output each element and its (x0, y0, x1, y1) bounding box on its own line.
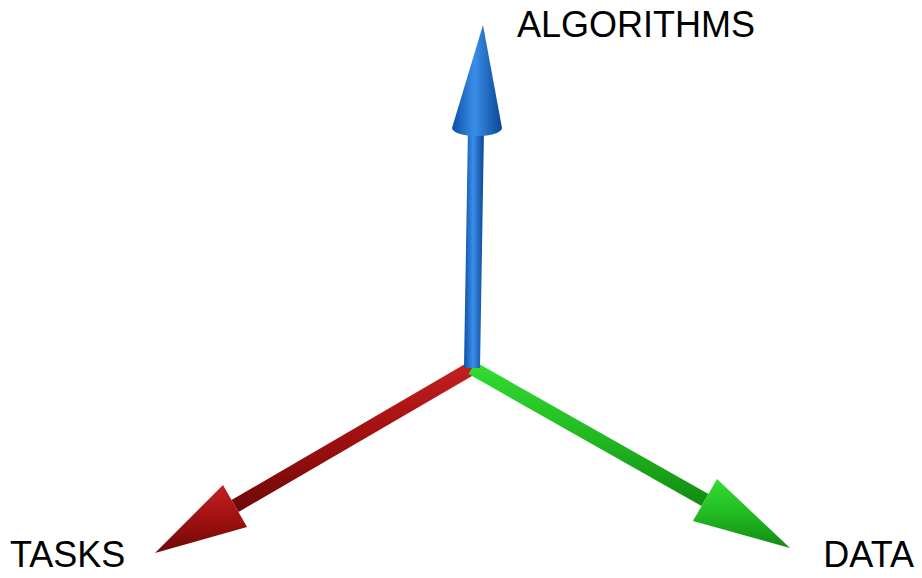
green-axis-head (693, 479, 790, 548)
axis-label: TASKS (10, 534, 125, 576)
axis-label: ALGORITHMS (517, 4, 755, 46)
red-axis-head (155, 485, 247, 553)
green-axis-shaft (469, 362, 709, 506)
axis-label: DATA (823, 534, 914, 576)
blue-axis-shaft (464, 128, 484, 368)
red-axis-shaft (232, 362, 476, 512)
blue-axis-head (452, 25, 502, 136)
